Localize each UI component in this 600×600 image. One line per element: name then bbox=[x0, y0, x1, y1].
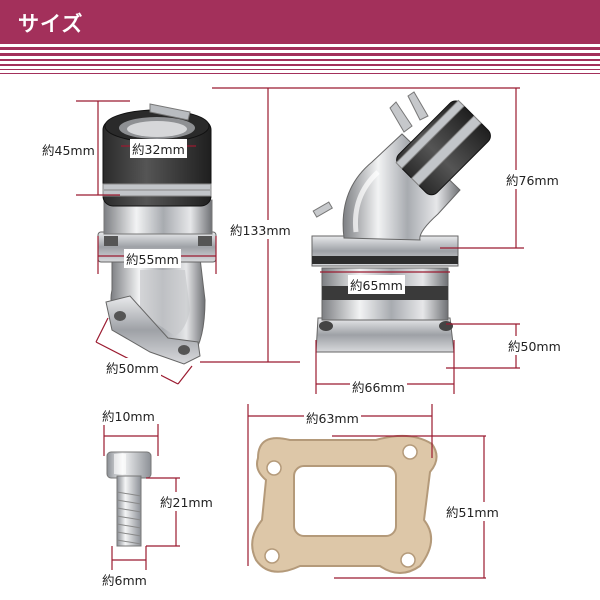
header-stripe bbox=[0, 64, 600, 66]
gasket-height-label: 約51mm bbox=[444, 502, 501, 521]
header-stripe bbox=[0, 59, 600, 61]
reed-height-label: 約50mm bbox=[506, 336, 563, 355]
gasket-illustration bbox=[251, 434, 438, 574]
base-width-label: 約66mm bbox=[350, 377, 407, 396]
header-title: サイズ bbox=[18, 12, 84, 36]
bolt-illustration bbox=[106, 451, 152, 547]
header-bar: サイズ bbox=[0, 0, 600, 44]
boot-inner-diameter-label: 約32mm bbox=[130, 139, 187, 158]
header-stripe bbox=[0, 69, 600, 70]
gasket-width-label: 約63mm bbox=[304, 408, 361, 427]
bolt-length-label: 約21mm bbox=[158, 492, 215, 511]
header-stripe bbox=[0, 53, 600, 56]
body-width-label: 約65mm bbox=[348, 275, 405, 294]
bolt-thread-diameter-label: 約6mm bbox=[100, 570, 149, 589]
header-stripe bbox=[0, 73, 600, 74]
bolt-head-diameter-label: 約10mm bbox=[100, 406, 157, 425]
intake-side-view bbox=[311, 91, 491, 353]
total-height-label: 約133mm bbox=[228, 220, 293, 239]
flange-width-label: 約55mm bbox=[124, 249, 181, 268]
header-stripe bbox=[0, 47, 600, 50]
front-boot-height-label: 約45mm bbox=[40, 140, 97, 159]
side-boot-height-label: 約76mm bbox=[504, 170, 561, 189]
outlet-width-label: 約50mm bbox=[104, 358, 161, 377]
dimension-lines bbox=[76, 87, 524, 579]
